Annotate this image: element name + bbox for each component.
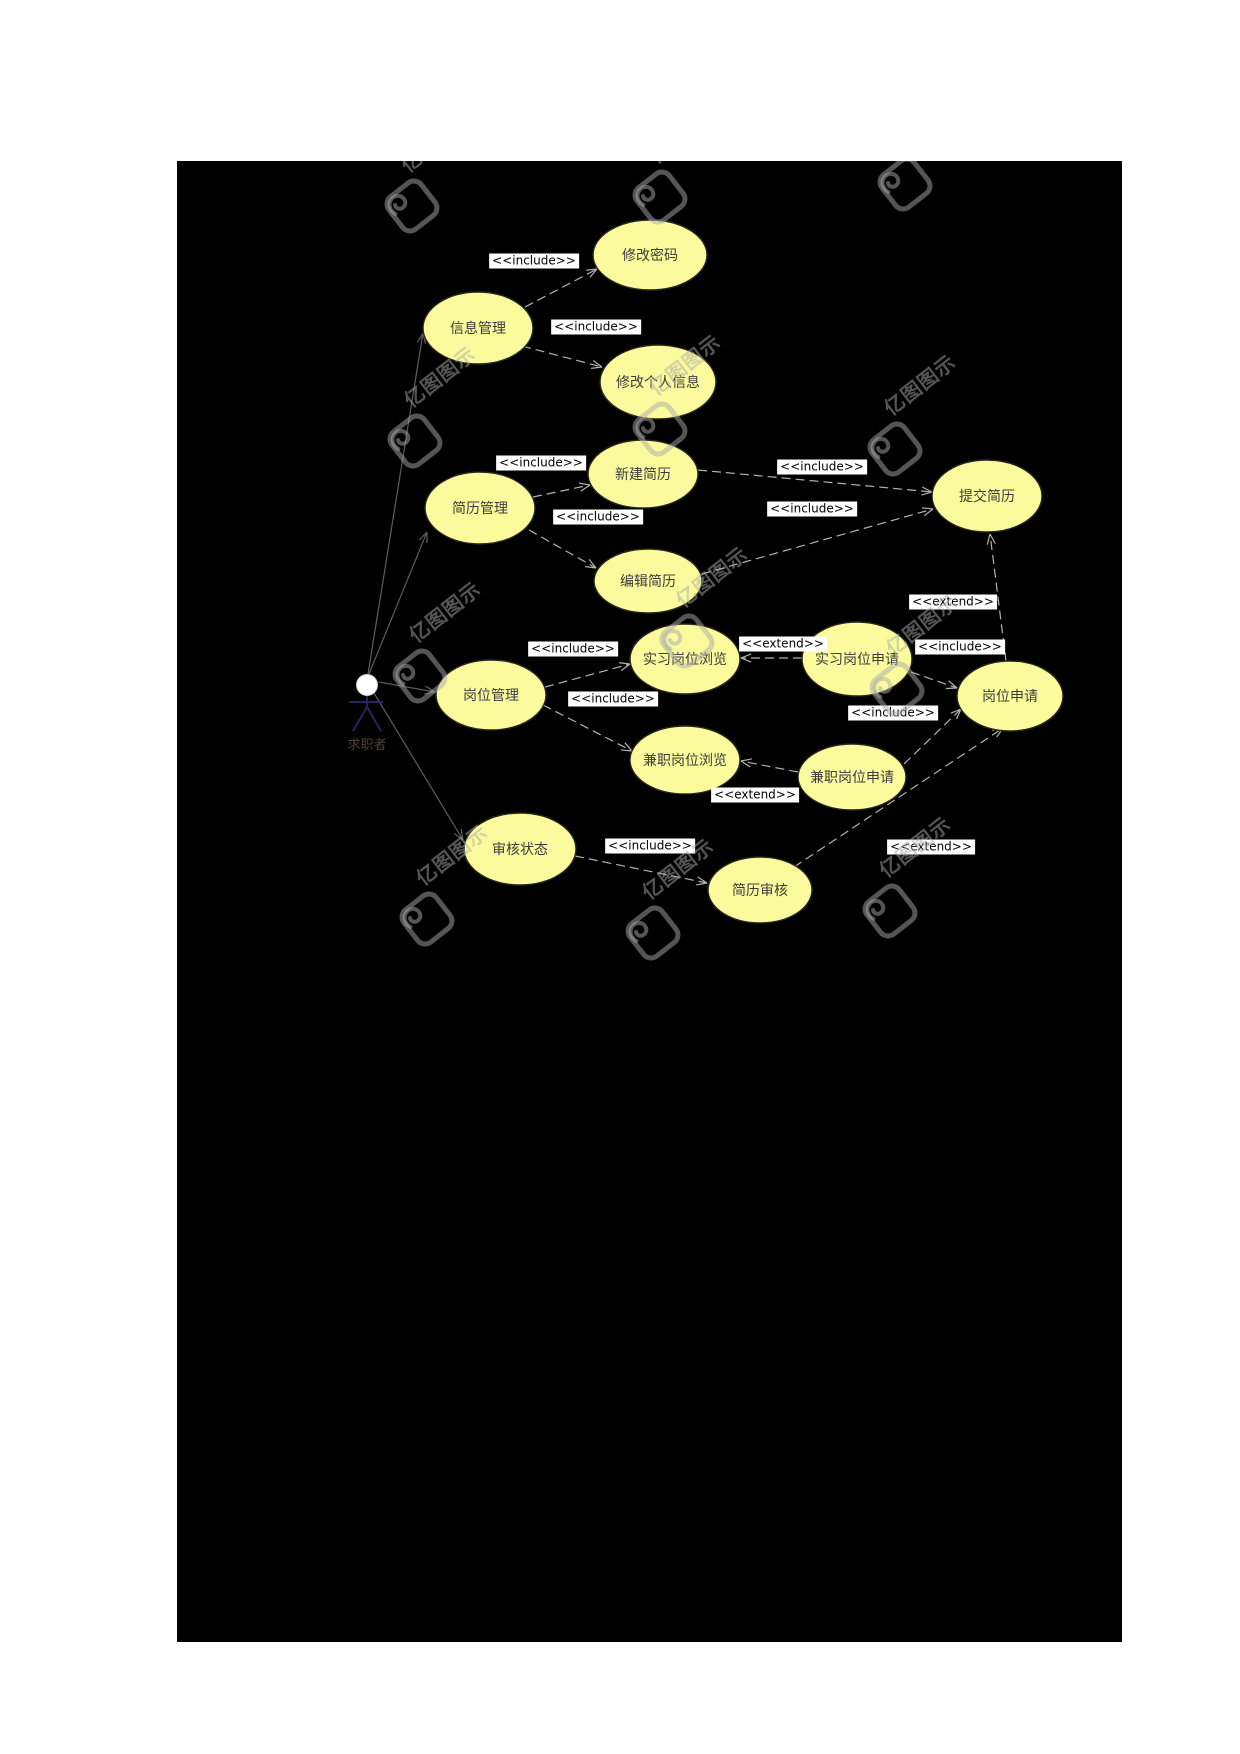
stereotype-label-include[interactable]: <<include>>	[496, 455, 586, 471]
edge-shenhe-zhuangtai-jianli-shenhe-include[interactable]	[574, 855, 708, 886]
actor-job-seeker[interactable]: 求职者	[347, 674, 387, 754]
stereotype-label-include[interactable]: <<include>>	[551, 319, 641, 335]
stereotype-label-include[interactable]: <<include>>	[848, 705, 938, 721]
stereotype-label-include[interactable]: <<include>>	[605, 838, 695, 854]
usecase-xinjian-jianli[interactable]: 新建简历	[587, 439, 699, 509]
usecase-label-shixi-gangwei-shenqing: 实习岗位申请	[815, 652, 899, 668]
stereotype-label-include[interactable]: <<include>>	[777, 459, 867, 475]
usecase-label-xiugai-mima: 修改密码	[622, 247, 678, 264]
usecase-gangwei-shenqing[interactable]: 岗位申请	[956, 660, 1064, 732]
stereotype-label-include[interactable]: <<include>>	[489, 253, 579, 269]
stereotype-label-include[interactable]: <<include>>	[553, 509, 643, 525]
edge-jianli-guanli-bianji-jianli-include[interactable]	[528, 529, 597, 569]
stereotype-label-include[interactable]: <<include>>	[915, 639, 1005, 655]
actor-head-icon	[356, 674, 378, 696]
stereotype-label-include[interactable]: <<include>>	[767, 501, 857, 517]
stereotype-label-extend[interactable]: <<extend>>	[711, 787, 799, 803]
usecase-label-bianji-jianli: 编辑简历	[620, 573, 676, 590]
usecase-jianli-guanli[interactable]: 简历管理	[424, 471, 536, 545]
edge-actor-xinxi-guanli[interactable]	[367, 332, 426, 675]
usecase-jianli-shenhe[interactable]: 简历审核	[707, 856, 813, 924]
stereotype-label-extend[interactable]: <<extend>>	[909, 594, 997, 610]
edge-actor-gangwei-guanli[interactable]	[378, 681, 436, 695]
usecase-shixi-gangwei-shenqing[interactable]: 实习岗位申请	[801, 621, 913, 697]
edge-xinxi-guanli-xiugai-geren-xinxi-include[interactable]	[521, 345, 603, 369]
diagram-canvas: 修改密码信息管理修改个人信息新建简历简历管理 提交简历编辑简历实习岗位浏览 实习岗位…	[177, 161, 1122, 1642]
edge-jianzhi-gangwei-shenqing-jianzhi-gangwei-liulan-extend[interactable]	[740, 758, 799, 773]
edge-shixi-gangwei-shenqing-shixi-gangwei-liulan-extend[interactable]	[740, 653, 802, 663]
usecase-label-gangwei-guanli: 岗位管理	[463, 688, 519, 704]
usecase-label-jianzhi-gangwei-shenqing: 兼职岗位申请	[810, 770, 894, 786]
usecase-shenhe-zhuangtai[interactable]: 审核状态	[463, 812, 577, 886]
edge-actor-jianli-guanli[interactable]	[368, 531, 428, 675]
usecase-tijiao-jianli[interactable]: 提交简历	[931, 459, 1043, 533]
usecase-label-jianli-shenhe: 简历审核	[732, 882, 788, 899]
usecase-bianji-jianli[interactable]: 编辑简历	[593, 548, 703, 614]
usecase-label-shixi-gangwei-liulan: 实习岗位浏览	[643, 652, 727, 668]
edge-xinxi-guanli-xiugai-mima-include[interactable]	[524, 268, 598, 308]
usecase-xiugai-mima[interactable]: 修改密码	[592, 219, 708, 291]
usecase-label-jianzhi-gangwei-liulan: 兼职岗位浏览	[643, 753, 727, 769]
usecase-label-xiugai-geren-xinxi: 修改个人信息	[616, 374, 700, 391]
actor-label: 求职者	[347, 738, 386, 753]
edge-jianli-guanli-xinjian-jianli-include[interactable]	[532, 482, 591, 498]
usecase-jianzhi-gangwei-shenqing[interactable]: 兼职岗位申请	[797, 743, 907, 811]
usecase-gangwei-guanli[interactable]: 岗位管理	[435, 659, 547, 731]
usecase-label-xinjian-jianli: 新建简历	[615, 466, 671, 483]
edge-jianzhi-gangwei-shenqing-gangwei-shenqing-include[interactable]	[903, 708, 962, 765]
edge-bianji-jianli-tijiao-jianli-include[interactable]	[701, 507, 934, 575]
stereotype-label-include[interactable]: <<include>>	[528, 641, 618, 657]
usecase-jianzhi-gangwei-liulan[interactable]: 兼职岗位浏览	[629, 725, 741, 795]
stereotype-label-include[interactable]: <<include>>	[568, 691, 658, 707]
usecase-xinxi-guanli[interactable]: 信息管理	[422, 291, 534, 365]
edge-actor-shenhe-zhuangtai[interactable]	[373, 692, 464, 841]
stereotype-label-extend[interactable]: <<extend>>	[739, 636, 827, 652]
usecase-label-xinxi-guanli: 信息管理	[450, 320, 506, 337]
edge-gangwei-guanli-shixi-gangwei-liulan-include[interactable]	[544, 662, 631, 688]
usecase-shixi-gangwei-liulan[interactable]: 实习岗位浏览	[629, 623, 741, 695]
usecase-label-tijiao-jianli: 提交简历	[959, 488, 1015, 505]
usecase-xiugai-geren-xinxi[interactable]: 修改个人信息	[599, 344, 717, 420]
usecase-label-jianli-guanli: 简历管理	[452, 500, 508, 517]
usecase-label-gangwei-shenqing: 岗位申请	[982, 689, 1038, 705]
edge-gangwei-guanli-jianzhi-gangwei-liulan-include[interactable]	[542, 704, 633, 752]
edge-shixi-gangwei-shenqing-gangwei-shenqing-include[interactable]	[910, 671, 958, 690]
edge-xinjian-jianli-tijiao-jianli-include[interactable]	[697, 469, 933, 496]
usecase-label-shenhe-zhuangtai: 审核状态	[492, 842, 548, 858]
stereotype-label-extend[interactable]: <<extend>>	[887, 839, 975, 855]
